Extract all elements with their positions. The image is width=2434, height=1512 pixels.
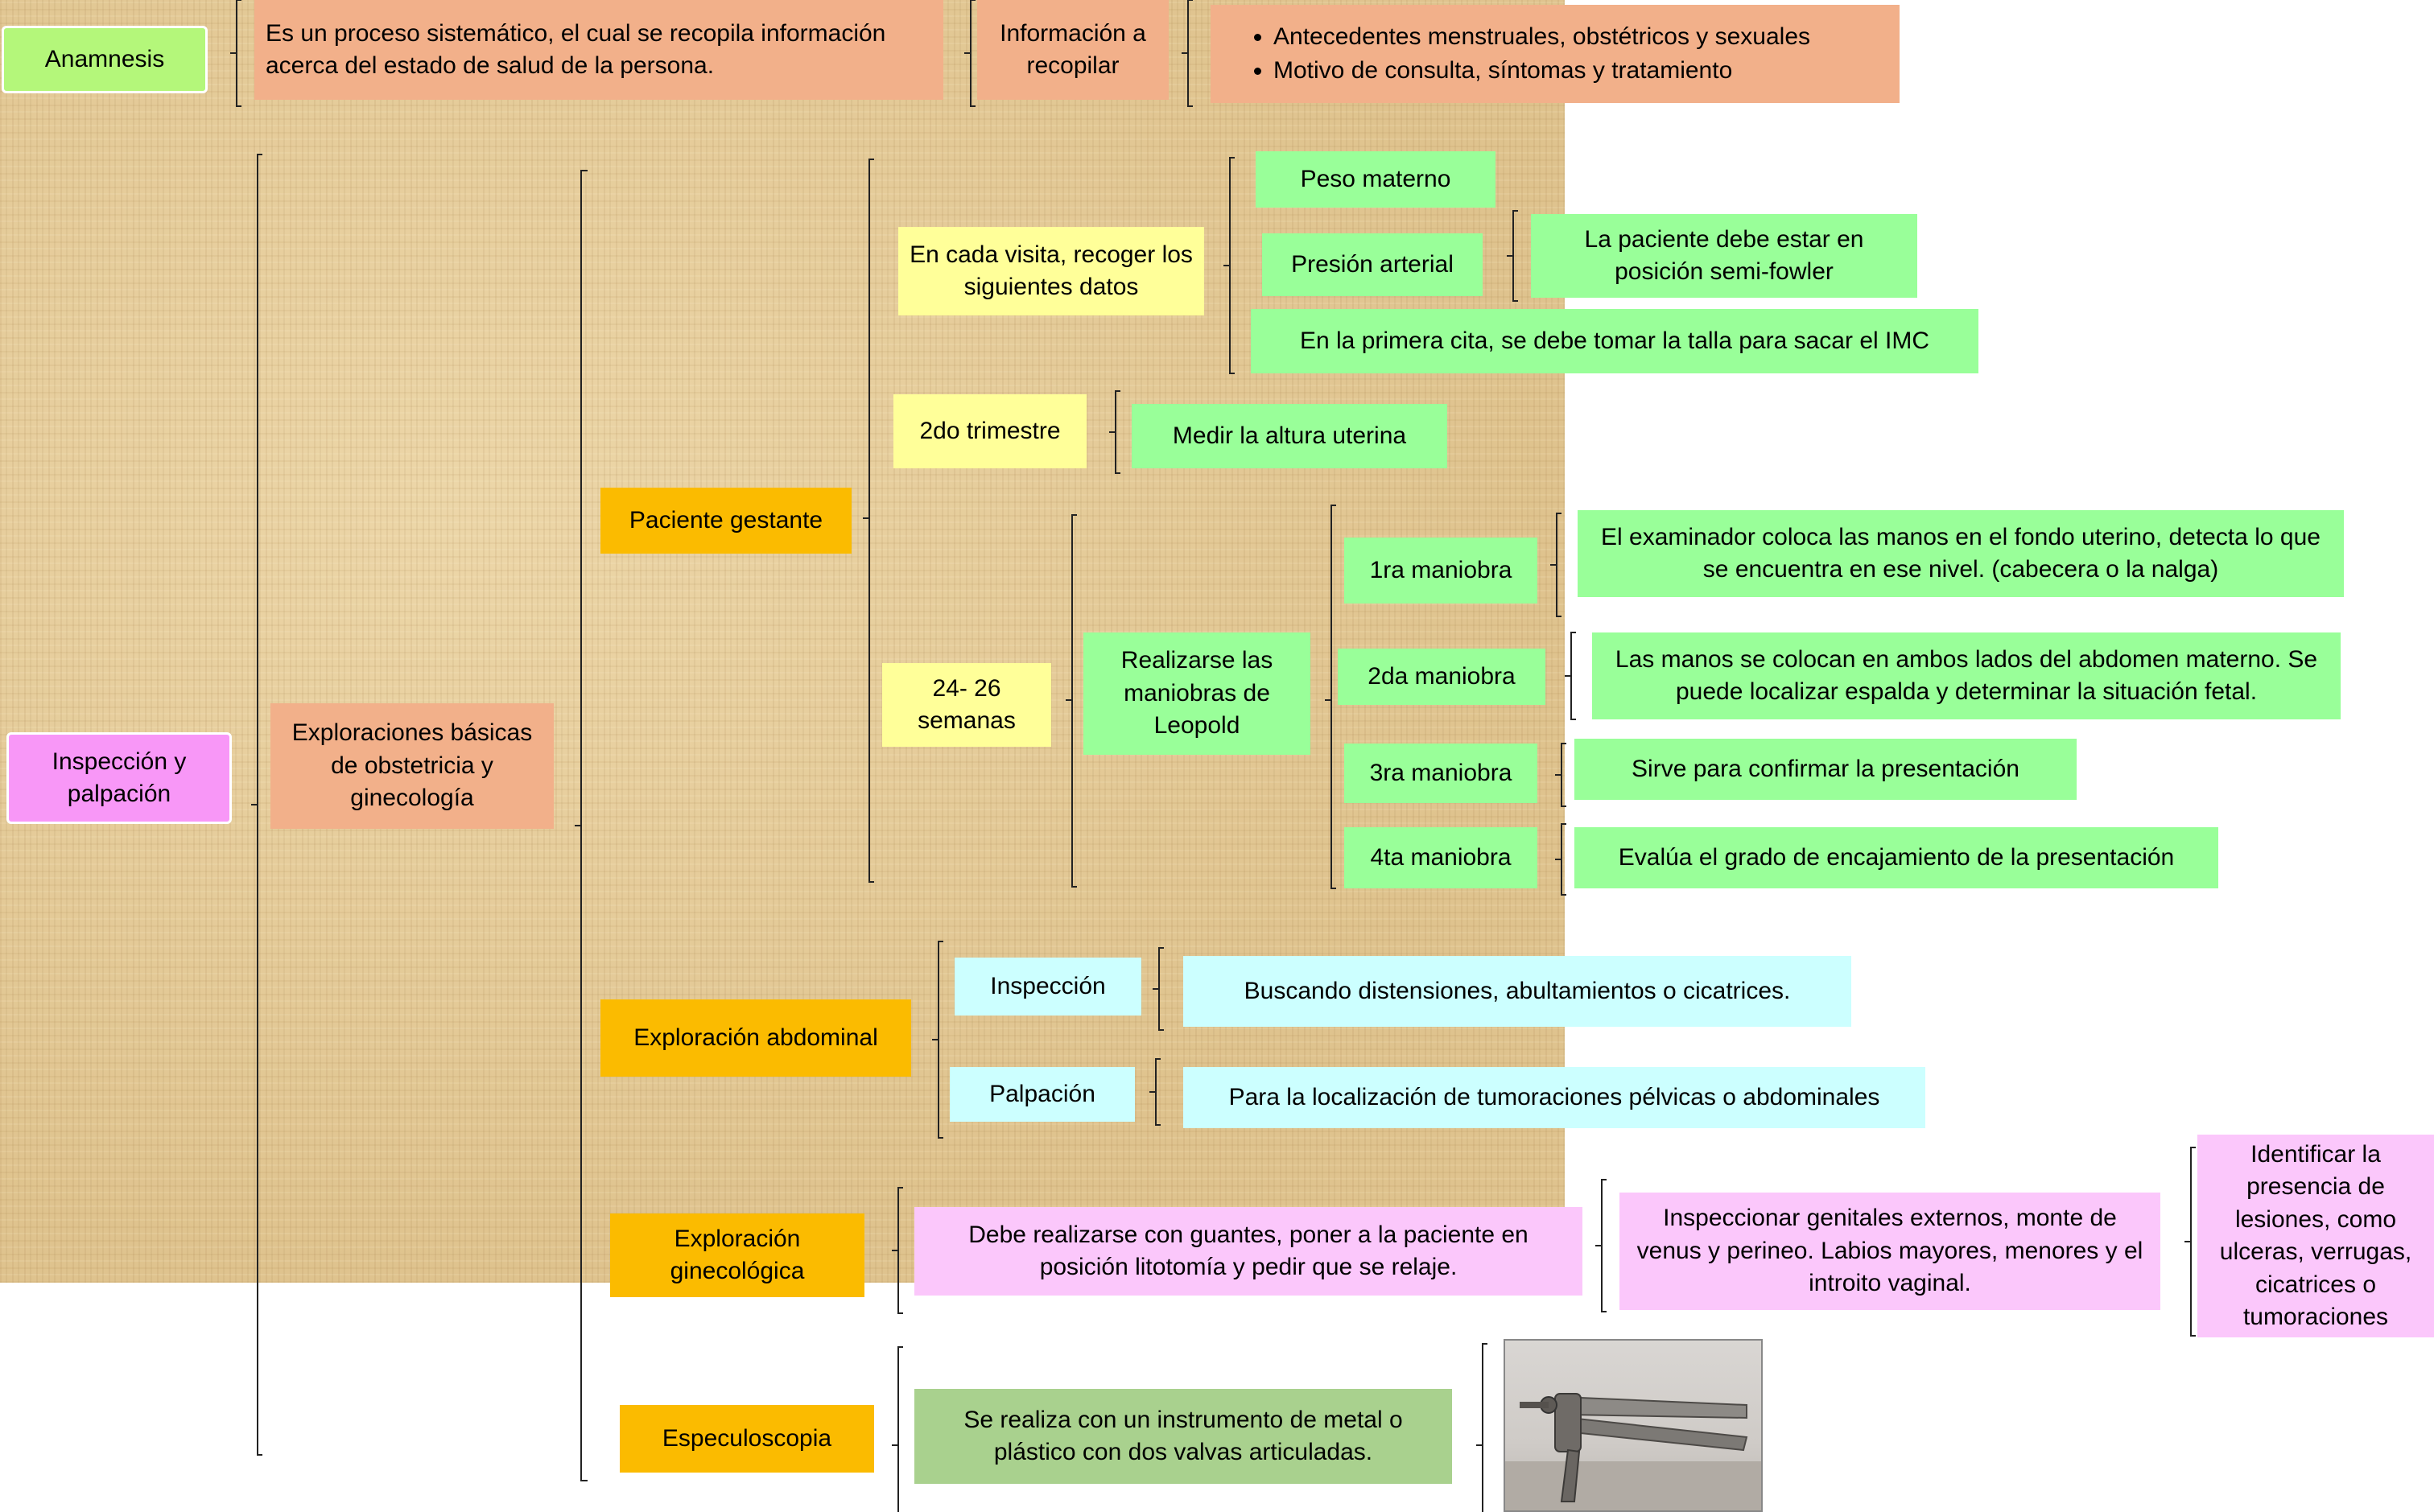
node-exploracion-abdominal-label: Exploración abdominal xyxy=(633,1024,878,1051)
node-informacion-a-recopilar: Información a recopilar xyxy=(977,0,1169,100)
node-maniobra-1-desc-label: El examinador coloca las manos en el fon… xyxy=(1601,523,2321,583)
node-paciente-gestante-label: Paciente gestante xyxy=(629,506,823,534)
node-genitales: Inspeccionar genitales externos, monte d… xyxy=(1619,1193,2160,1310)
node-maniobra-3-label: 3ra maniobra xyxy=(1369,759,1512,786)
node-especuloscopia-label: Especuloscopia xyxy=(662,1424,832,1452)
node-semi-fowler: La paciente debe estar en posición semi-… xyxy=(1531,214,1917,298)
speculum-photo xyxy=(1504,1339,1763,1512)
node-maniobra-4-desc-label: Evalúa el grado de encajamiento de la pr… xyxy=(1618,843,2175,871)
node-lesiones-label: Identificar la presencia de lesiones, co… xyxy=(2219,1140,2412,1331)
node-informacion-items: Antecedentes menstruales, obstétricos y … xyxy=(1211,5,1900,103)
node-guantes-label: Debe realizarse con guantes, poner a la … xyxy=(968,1221,1528,1281)
node-peso-materno-label: Peso materno xyxy=(1300,165,1451,192)
node-genitales-label: Inspeccionar genitales externos, monte d… xyxy=(1636,1205,2143,1297)
speculum-icon xyxy=(1505,1393,1761,1510)
node-palpacion-desc-label: Para la localización de tumoraciones pél… xyxy=(1228,1083,1880,1110)
node-instrumento: Se realiza con un instrumento de metal o… xyxy=(914,1389,1452,1484)
node-altura-uterina: Medir la altura uterina xyxy=(1132,404,1447,468)
info-bullet-list: Antecedentes menstruales, obstétricos y … xyxy=(1235,20,1810,88)
node-maniobra-3-desc: Sirve para confirmar la presentación xyxy=(1574,739,2077,800)
node-paciente-gestante: Paciente gestante xyxy=(600,488,852,554)
node-maniobras-leopold-label: Realizarse las maniobras de Leopold xyxy=(1120,647,1273,740)
node-segundo-trimestre: 2do trimestre xyxy=(893,394,1087,468)
node-altura-uterina-label: Medir la altura uterina xyxy=(1172,422,1407,449)
node-maniobra-3-desc-label: Sirve para confirmar la presentación xyxy=(1632,755,2019,782)
node-inspeccion-palpacion: Inspección y palpación xyxy=(6,732,232,824)
node-peso-materno: Peso materno xyxy=(1256,151,1495,208)
node-lesiones: Identificar la presencia de lesiones, co… xyxy=(2197,1135,2434,1337)
node-maniobra-2-desc-label: Las manos se colocan en ambos lados del … xyxy=(1615,645,2318,706)
node-maniobras-leopold: Realizarse las maniobras de Leopold xyxy=(1083,632,1310,755)
node-maniobra-2: 2da maniobra xyxy=(1338,649,1545,705)
node-exploraciones-basicas-label: Exploraciones básicas de obstetricia y g… xyxy=(291,719,533,812)
node-anamnesis-definition: Es un proceso sistemático, el cual se re… xyxy=(254,0,943,100)
node-exploracion-ginecologica: Exploración ginecológica xyxy=(610,1213,864,1297)
node-palpacion-label: Palpación xyxy=(989,1080,1095,1107)
node-especuloscopia: Especuloscopia xyxy=(620,1405,874,1473)
node-maniobra-4-desc: Evalúa el grado de encajamiento de la pr… xyxy=(1574,827,2218,888)
node-inspeccion-label: Inspección xyxy=(990,972,1106,999)
info-bullet-item: Motivo de consulta, síntomas y tratamien… xyxy=(1273,54,1810,88)
node-inspeccion-palpacion-label: Inspección y palpación xyxy=(52,748,187,808)
node-primera-cita-label: En la primera cita, se debe tomar la tal… xyxy=(1299,327,1929,354)
node-presion-arterial-label: Presión arterial xyxy=(1291,250,1454,278)
node-cada-visita-label: En cada visita, recoger los siguientes d… xyxy=(910,241,1193,301)
node-anamnesis-definition-label: Es un proceso sistemático, el cual se re… xyxy=(266,19,886,80)
node-semanas: 24- 26 semanas xyxy=(882,663,1051,747)
info-bullet-item: Antecedentes menstruales, obstétricos y … xyxy=(1273,20,1810,54)
node-presion-arterial: Presión arterial xyxy=(1262,233,1483,296)
node-exploraciones-basicas: Exploraciones básicas de obstetricia y g… xyxy=(270,703,554,829)
node-informacion-a-recopilar-label: Información a recopilar xyxy=(1000,19,1146,80)
node-maniobra-2-desc: Las manos se colocan en ambos lados del … xyxy=(1592,632,2341,719)
node-exploracion-ginecologica-label: Exploración ginecológica xyxy=(670,1225,805,1285)
node-maniobra-1-desc: El examinador coloca las manos en el fon… xyxy=(1578,510,2344,597)
node-inspeccion-desc: Buscando distensiones, abultamientos o c… xyxy=(1183,956,1851,1027)
node-segundo-trimestre-label: 2do trimestre xyxy=(919,417,1061,444)
node-inspeccion-desc-label: Buscando distensiones, abultamientos o c… xyxy=(1244,977,1791,1004)
node-semi-fowler-label: La paciente debe estar en posición semi-… xyxy=(1584,225,1864,286)
node-palpacion-desc: Para la localización de tumoraciones pél… xyxy=(1183,1067,1925,1128)
node-instrumento-label: Se realiza con un instrumento de metal o… xyxy=(963,1406,1403,1466)
node-palpacion: Palpación xyxy=(950,1067,1135,1122)
node-exploracion-abdominal: Exploración abdominal xyxy=(600,999,911,1077)
node-maniobra-4: 4ta maniobra xyxy=(1344,827,1537,888)
node-primera-cita: En la primera cita, se debe tomar la tal… xyxy=(1251,309,1978,373)
node-anamnesis-label: Anamnesis xyxy=(44,45,165,72)
node-maniobra-4-label: 4ta maniobra xyxy=(1370,843,1512,871)
node-maniobra-3: 3ra maniobra xyxy=(1344,744,1537,803)
node-maniobra-1: 1ra maniobra xyxy=(1344,538,1537,604)
node-guantes: Debe realizarse con guantes, poner a la … xyxy=(914,1207,1582,1296)
node-maniobra-2-label: 2da maniobra xyxy=(1368,662,1516,690)
node-anamnesis: Anamnesis xyxy=(2,26,208,93)
node-inspeccion: Inspección xyxy=(955,958,1141,1016)
node-semanas-label: 24- 26 semanas xyxy=(918,674,1016,735)
node-cada-visita: En cada visita, recoger los siguientes d… xyxy=(898,227,1204,315)
node-maniobra-1-label: 1ra maniobra xyxy=(1369,556,1512,583)
